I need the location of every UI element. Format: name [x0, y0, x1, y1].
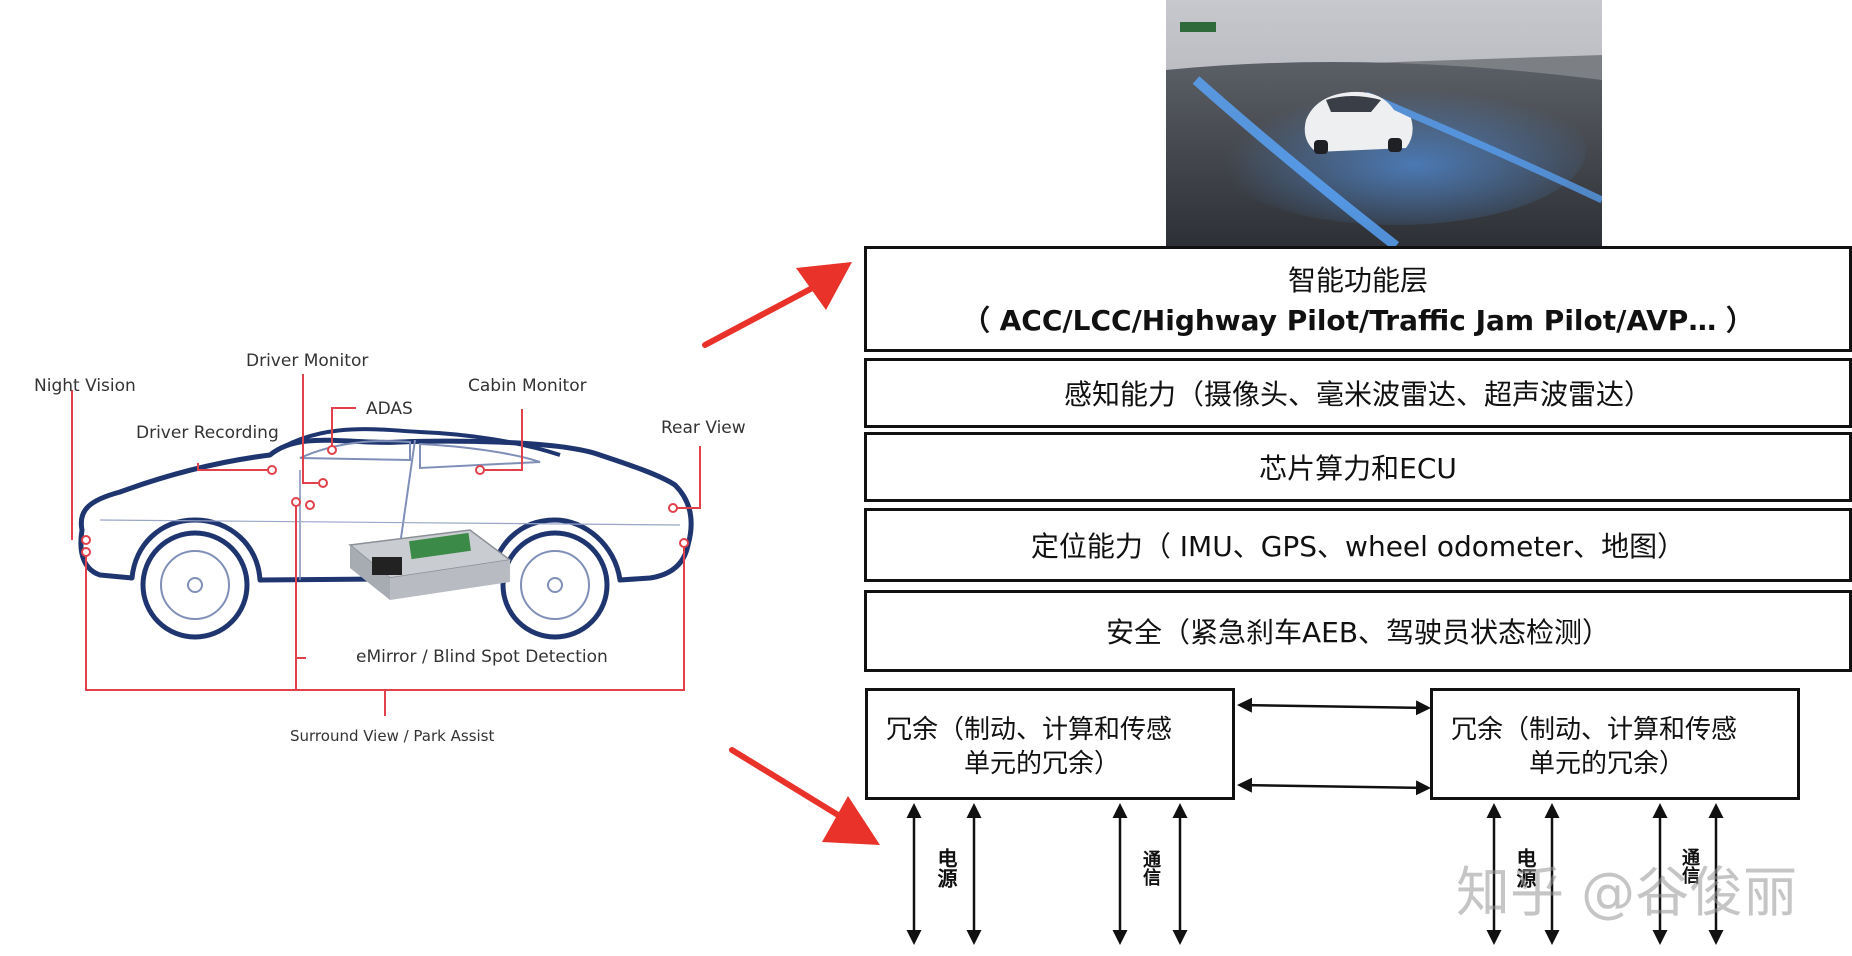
- label-comm-right: 通信: [1679, 848, 1700, 884]
- car-diagram: [71, 374, 701, 716]
- redundancy-left-line1: 冗余（制动、计算和传感: [886, 715, 1173, 745]
- callout-emirror: eMirror / Blind Spot Detection: [356, 647, 608, 667]
- layer-safety-label: 安全（紧急刹车AEB、驾驶员状态检测）: [1105, 616, 1611, 649]
- callout-cabin-monitor: Cabin Monitor: [468, 376, 587, 396]
- layer-localization: 定位能力（ IMU、GPS、wheel odometer、地图）: [864, 508, 1852, 582]
- layer-chip-label: 芯片算力和ECU: [1259, 452, 1457, 485]
- front-wheel: [140, 530, 250, 640]
- layer-perception-label: 感知能力（摄像头、毫米波雷达、超声波雷达）: [1063, 378, 1652, 411]
- callout-rear-view: Rear View: [661, 418, 746, 438]
- sync-arrow-bottom: [1237, 777, 1431, 796]
- layer-perception: 感知能力（摄像头、毫米波雷达、超声波雷达）: [864, 358, 1852, 428]
- callout-adas: ADAS: [366, 399, 413, 419]
- label-comm-left: 通信: [1140, 850, 1161, 886]
- sync-arrow-top: [1237, 697, 1431, 716]
- layer-localization-label: 定位能力（ IMU、GPS、wheel odometer、地图）: [1030, 530, 1686, 563]
- layer-intelligent-title: 智能功能层: [1287, 264, 1428, 297]
- callout-night-vision: Night Vision: [34, 376, 136, 396]
- label-power-right: 电源: [1513, 848, 1537, 888]
- redundancy-box-right: 冗余（制动、计算和传感 单元的冗余）: [1430, 688, 1800, 800]
- arrow-down-icon: [729, 747, 880, 845]
- layer-intelligent-subtitle: （ ACC/LCC/Highway Pilot/Traffic Jam Pilo…: [961, 304, 1755, 337]
- rear-wheel: [500, 530, 610, 640]
- redundancy-right-line1: 冗余（制动、计算和传感: [1451, 715, 1738, 745]
- ecu-module: [348, 529, 512, 600]
- autonomous-car-photo: [1166, 0, 1602, 246]
- callout-driver-recording: Driver Recording: [136, 423, 279, 443]
- redundancy-box-left: 冗余（制动、计算和传感 单元的冗余）: [865, 688, 1235, 800]
- layer-safety: 安全（紧急刹车AEB、驾驶员状态检测）: [864, 590, 1852, 672]
- redundancy-left-line2: 单元的冗余）: [964, 749, 1121, 779]
- layer-intelligent-functions: 智能功能层 （ ACC/LCC/Highway Pilot/Traffic Ja…: [864, 246, 1852, 352]
- redundancy-right-line2: 单元的冗余）: [1529, 749, 1686, 779]
- watermark: 知乎 @谷俊丽: [1456, 861, 1798, 924]
- callout-driver-monitor: Driver Monitor: [246, 351, 369, 371]
- layer-chip-ecu: 芯片算力和ECU: [864, 432, 1852, 502]
- callout-surround-view: Surround View / Park Assist: [290, 727, 495, 745]
- label-power-left: 电源: [934, 848, 958, 888]
